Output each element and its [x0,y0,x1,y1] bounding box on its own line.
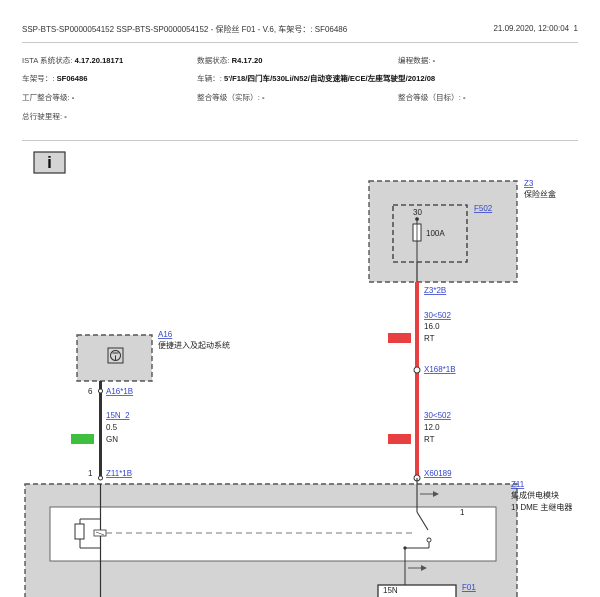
report-title: SSP-BTS-SP0000054152 SSP-BTS-SP000005415… [22,25,348,34]
fuse-f502-frame [392,204,468,263]
wire3-size: 0.5 [106,423,118,432]
programming-data: 编程数据: - [398,56,436,65]
data-status: 数据状态: R4.17.20 [197,56,263,65]
arrow-icon-2 [421,565,427,571]
x168-link[interactable]: X168*1B [424,365,456,374]
relay-switch [416,511,429,531]
connector-x168-dot [413,366,421,374]
z11-desc: 集成供电模块 [511,490,559,500]
vin-info: 车架号：: SF06486 [22,74,88,83]
z11-note: 1) DME 主继电器 [511,502,572,512]
relay-frame [49,506,497,562]
f502-link[interactable]: F502 [474,204,493,213]
wire3-color-code: GN [106,435,118,444]
diode-symbol [93,529,107,537]
wire2-color-swatch [388,434,411,444]
info-button[interactable]: i [33,151,66,174]
wire3-color-swatch [71,434,94,444]
vehicle-info: 车辆：: 5'/F18/四门车/530Li/N52/自动变速箱/ECE/左座驾驶… [197,74,436,83]
total-mileage: 总行驶里程: - [22,112,67,121]
f502-rating: 100A [426,229,445,238]
z3-desc: 保险丝盒 [524,189,556,199]
info-icon: i [47,153,52,172]
z3-2b-link[interactable]: Z3*2B [424,286,446,295]
header-rule [22,42,578,43]
z11-pin: 1 [88,469,93,478]
wire2-id[interactable]: 30<502 [424,411,451,420]
a16-pin: 6 [88,387,93,396]
a16-desc: 便捷进入及起动系统 [158,340,230,350]
factory-integration: 工厂整合等级: - [22,93,75,102]
a16-link[interactable]: A16 [158,330,173,339]
wire2-size: 12.0 [424,423,440,432]
relay-pin: 1 [460,508,465,517]
a16-1b-link[interactable]: A16*1B [106,387,133,396]
report-date: 21.09.2020, 12:00:04 [493,24,570,33]
wire2-color-code: RT [424,435,435,444]
wire1-id[interactable]: 30<502 [424,311,451,320]
f01-link[interactable]: F01 [462,583,476,592]
z3-link[interactable]: Z3 [524,179,534,188]
z11-link[interactable]: Z11 [511,480,525,489]
arrow-icon-1 [433,491,439,497]
wire1-color-swatch [388,333,411,343]
wire-30-502-12mm [415,370,419,478]
integration-target: 整合等级（目标）: - [398,93,466,102]
f01-label: 15N [383,586,398,595]
ista-status: ISTA 系统状态: 4.17.20.18171 [22,56,124,65]
wire-30-502-16mm [415,282,419,370]
f502-pin: 30 [413,208,422,217]
page-number: 1 [573,24,578,33]
z11-1b-link[interactable]: Z11*1B [106,469,132,478]
x60189-link[interactable]: X60189 [424,469,452,478]
wire3-id[interactable]: 15N_2 [106,411,130,420]
wire1-color-code: RT [424,334,435,343]
wire-15n-2 [99,381,102,478]
integration-actual: 整合等级（实际）: - [197,93,265,102]
wire1-size: 16.0 [424,322,440,331]
report-datetime: 21.09.2020, 12:00:04 1 [493,24,578,33]
fuse-f01-frame [377,584,457,597]
relay-coil [74,523,85,540]
info-rule [22,140,578,141]
